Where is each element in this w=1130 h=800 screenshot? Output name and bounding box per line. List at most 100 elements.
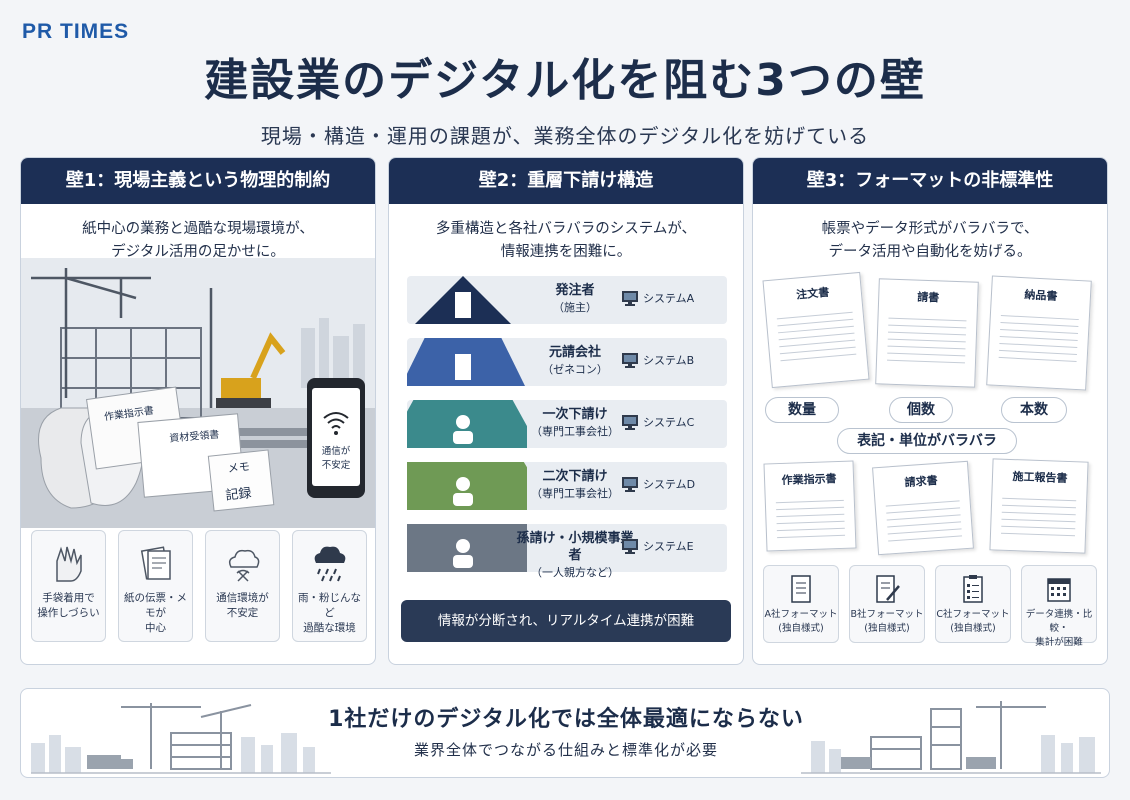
computer-icon: [622, 539, 638, 554]
format-label-line: (独自様式): [950, 623, 996, 634]
tier-role: 元請会社 （ゼネコン）: [515, 344, 635, 378]
unit-pill: 個数: [889, 397, 953, 423]
panel-description: 紙中心の業務と過酷な現場環境が、 デジタル活用の足かせに。: [21, 218, 375, 264]
format-label-line: (独自様式): [864, 623, 910, 634]
wifi-icon: [323, 412, 349, 429]
checklist-icon: [963, 575, 983, 603]
logo: PR TIMES: [22, 20, 130, 43]
tile-label-line: 通信環境が: [216, 592, 269, 604]
pyramid-tier: 孫請け・小規模事業者 （一人親方など） システムE: [407, 524, 727, 579]
tier-role: 孫請け・小規模事業者 （一人親方など）: [515, 530, 635, 581]
worker-icon: [453, 539, 473, 568]
page-subtitle: 現場・構造・運用の課題が、業務全体のデジタル化を妨げている: [260, 124, 870, 148]
tier-role-sub: （一人親方など）: [531, 566, 619, 579]
cityscape-left-illustration: [31, 703, 331, 774]
format-label-line: C社フォーマット: [936, 609, 1010, 620]
document-card: 注文書: [762, 271, 870, 389]
format-label-line: (独自様式): [778, 623, 824, 634]
tier-role-name: 一次下請け: [542, 407, 608, 422]
unit-pill: 数量: [765, 397, 839, 423]
computer-icon: [622, 291, 638, 306]
phone-text: 通信が: [322, 445, 351, 457]
tier-role-name: 二次下請け: [542, 469, 608, 484]
desc-line: 情報連携を困難に。: [500, 244, 632, 260]
document-title: 施工報告書: [1012, 470, 1068, 485]
tier-role-sub: （専門工事会社）: [531, 487, 619, 500]
desc-line: デジタル活用の足かせに。: [111, 244, 285, 260]
panel-header: 壁2：重層下請け構造: [389, 158, 743, 204]
tier-role: 二次下請け （専門工事会社）: [515, 468, 635, 502]
system-label: システムB: [643, 354, 695, 367]
tile-label-line: 手袋着用で: [42, 592, 95, 604]
unit-pill: 本数: [1001, 397, 1067, 423]
pyramid-tier: 発注者（施主）システムA: [407, 276, 727, 324]
tier-trapezoid: [407, 338, 525, 386]
tier-role-sub: （施主）: [553, 301, 597, 314]
issue-tiles: 手袋着用で操作しづらい 紙の伝票・メモが中心 通信環境が不安定 雨・粉じんな: [31, 530, 367, 642]
panel-header: 壁3：フォーマットの非標準性: [753, 158, 1107, 204]
document-title: 作業指示書: [781, 472, 837, 487]
page-title: 建設業のデジタル化を阻む3つの壁: [204, 55, 926, 106]
document-card: 納品書: [986, 275, 1092, 391]
tile-glove: 手袋着用で操作しづらい: [31, 530, 106, 642]
format-tile: B社フォーマット(独自様式): [849, 565, 925, 643]
panel-wall-1: 壁1：現場主義という物理的制約 紙中心の業務と過酷な現場環境が、 デジタル活用の…: [20, 157, 376, 665]
pyramid-tier: 元請会社 （ゼネコン） システムB: [407, 338, 727, 386]
glove-icon: [55, 546, 82, 582]
format-tile: A社フォーマット(独自様式): [763, 565, 839, 643]
calendar-grid-icon: [1047, 578, 1071, 602]
tier-role-name: 孫請け・小規模事業者: [516, 531, 634, 563]
tile-paper: 紙の伝票・メモが中心: [118, 530, 193, 642]
format-tile: C社フォーマット (独自様式): [935, 565, 1011, 643]
paper-label: 記録: [225, 485, 253, 504]
tile-label-line: 操作しづらい: [37, 607, 100, 619]
tier-role: 一次下請け （専門工事会社）: [515, 406, 635, 440]
tier-trapezoid: [407, 462, 527, 510]
worker-icon: [453, 415, 473, 444]
tier-role-sub: （専門工事会社）: [531, 425, 619, 438]
inconsistent-units-pill: 表記・単位がバラバラ: [837, 428, 1017, 454]
system-label: システムC: [643, 416, 695, 429]
paper-icon: [140, 546, 171, 580]
document-card: 請書: [875, 278, 979, 388]
tier-role: 発注者（施主）: [515, 282, 635, 316]
document-title: 納品書: [1024, 288, 1058, 303]
paper-label: メモ: [227, 460, 250, 475]
panel-description: 多重構造と各社バラバラのシステムが、 情報連携を困難に。: [389, 218, 743, 264]
tile-label-line: 不安定: [226, 607, 259, 619]
document-title: 請書: [917, 290, 940, 305]
system-label: システムE: [643, 540, 694, 553]
tile-label-line: 雨・粉じんなど: [298, 592, 361, 619]
document-icon: [791, 575, 811, 603]
footer-title: 1社だけのデジタル化では全体最適にならない: [328, 707, 804, 732]
tile-label-line: 中心: [145, 622, 166, 634]
pyramid-tier: 一次下請け （専門工事会社） システムC: [407, 400, 727, 448]
rain-icon: [314, 546, 345, 582]
construction-site-illustration: 作業指示書 資材受領書 メモ 記録 通信が 不安定: [21, 258, 375, 528]
document-title: 注文書: [795, 285, 830, 302]
format-tile: データ連携・比較・集計が困難: [1021, 565, 1097, 648]
edit-document-icon: [876, 575, 900, 603]
tier-role-name: 元請会社: [548, 345, 601, 360]
tier-role-sub: （ゼネコン）: [542, 363, 608, 376]
tile-weather: 雨・粉じんなど過酷な環境: [292, 530, 367, 642]
panel-wall-2: 壁2：重層下請け構造 多重構造と各社バラバラのシステムが、 情報連携を困難に。 …: [388, 157, 744, 665]
cityscape-right-illustration: [801, 701, 1101, 774]
tier-trapezoid: [415, 276, 511, 324]
panel-header: 壁1：現場主義という物理的制約: [21, 158, 375, 204]
footer-subtitle: 業界全体でつながる仕組みと標準化が必要: [413, 741, 718, 759]
desc-line: 帳票やデータ形式がバラバラで、: [821, 221, 1039, 237]
tile-label-line: 過酷な環境: [303, 622, 356, 634]
desc-line: データ活用や自動化を妨げる。: [828, 244, 1032, 260]
system-label: システムD: [643, 478, 696, 491]
fragmentation-banner: 情報が分断され、リアルタイム連携が困難: [401, 600, 731, 642]
format-label-line: 集計が困難: [1035, 637, 1083, 648]
building-icon: [455, 354, 471, 380]
paper-label: 資材受領書: [169, 427, 220, 444]
format-label-line: データ連携・比較・: [1025, 609, 1093, 634]
document-title: 請求書: [904, 473, 939, 490]
worker-icon: [453, 477, 473, 506]
document-card: 請求書: [872, 460, 974, 556]
computer-icon: [622, 415, 638, 430]
panel-description: 帳票やデータ形式がバラバラで、 データ活用や自動化を妨げる。: [753, 218, 1107, 264]
